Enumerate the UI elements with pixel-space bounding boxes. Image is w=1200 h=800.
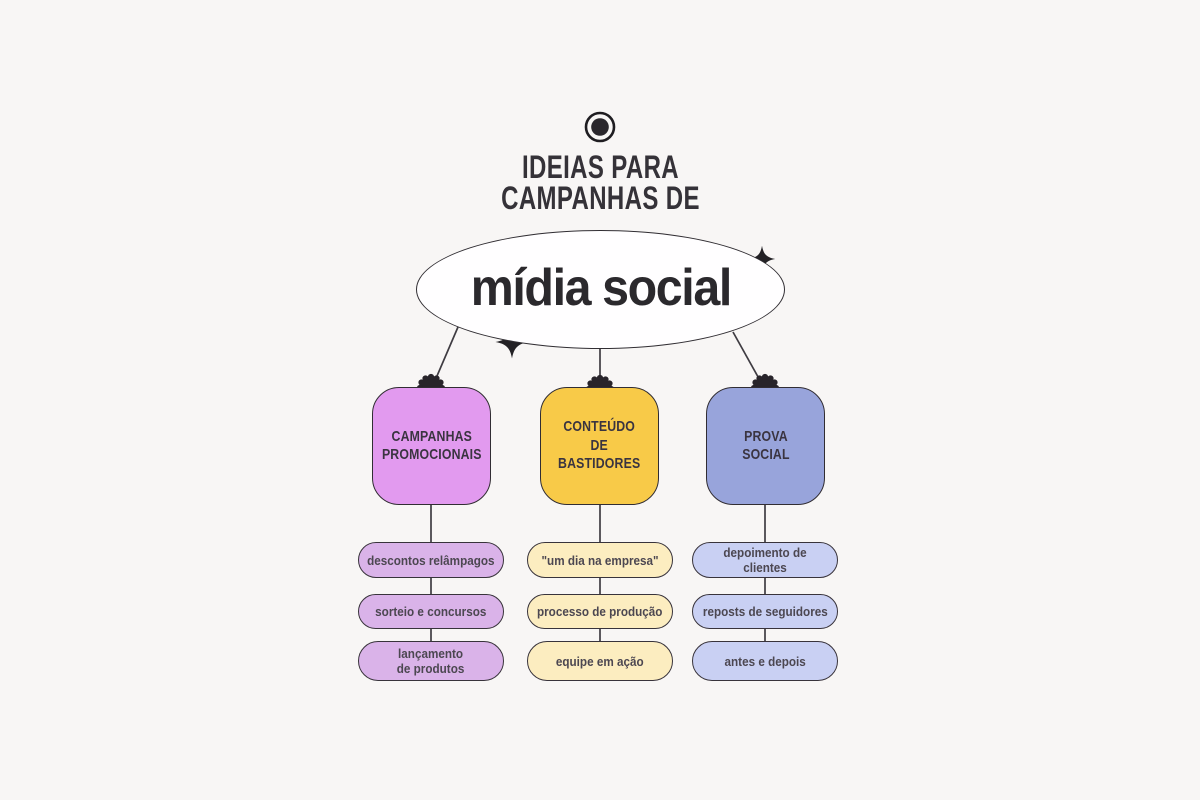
idea-pill-lancamento-de-produtos: lançamento de produtos [358, 641, 504, 681]
idea-pill-processo-de-producao: processo de produção [527, 594, 673, 629]
idea-pill-equipe-em-acao: equipe em ação [527, 641, 673, 681]
bullseye-ring-icon [584, 111, 616, 143]
idea-pill-label: sorteio e concursos [375, 604, 487, 619]
central-node-label: mídia social [470, 259, 732, 317]
idea-pill-sorteio-e-concursos: sorteio e concursos [358, 594, 504, 629]
edge-central-branch-1 [433, 326, 459, 384]
idea-pill-depoimento-de-clientes: depoimento de clientes [692, 542, 838, 578]
idea-pill-label: processo de produção [537, 604, 663, 619]
idea-pill-label: equipe em ação [556, 653, 644, 669]
idea-pill-label: lançamento de produtos [397, 646, 465, 676]
bullseye-dot-icon [591, 118, 609, 136]
header-eyebrow: IDEIAS PARA CAMPANHAS DE [0, 149, 1200, 216]
idea-pill-label: descontos relâmpagos [367, 552, 495, 568]
idea-pill-descontos-relampagos: descontos relâmpagos [358, 542, 504, 578]
idea-pill-antes-e-depois: antes e depois [692, 641, 838, 681]
idea-pill-label: reposts de seguidores [702, 604, 828, 619]
idea-pill-reposts-de-seguidores: reposts de seguidores [692, 594, 838, 629]
idea-pill-label: "um dia na empresa" [541, 552, 659, 568]
branch-node-label: CONTEÚDO DE BASTIDORES [558, 418, 641, 473]
branch-node-campanhas-promocionais: CAMPANHAS PROMOCIONAIS [372, 387, 491, 505]
branch-node-prova-social: PROVA SOCIAL [706, 387, 825, 505]
idea-pill-label: depoimento de clientes [723, 545, 807, 575]
branch-node-label: CAMPANHAS PROMOCIONAIS [381, 427, 482, 464]
header-eyebrow-text: IDEIAS PARA CAMPANHAS DE [500, 149, 700, 216]
branch-node-label: PROVA SOCIAL [741, 427, 790, 464]
edge-central-branch-3 [732, 331, 763, 385]
idea-pill-um-dia-na-empresa: "um dia na empresa" [527, 542, 673, 578]
central-node: mídia social [416, 230, 785, 349]
branch-node-conteudo-de-bastidores: CONTEÚDO DE BASTIDORES [540, 387, 659, 505]
idea-pill-label: antes e depois [724, 653, 806, 669]
